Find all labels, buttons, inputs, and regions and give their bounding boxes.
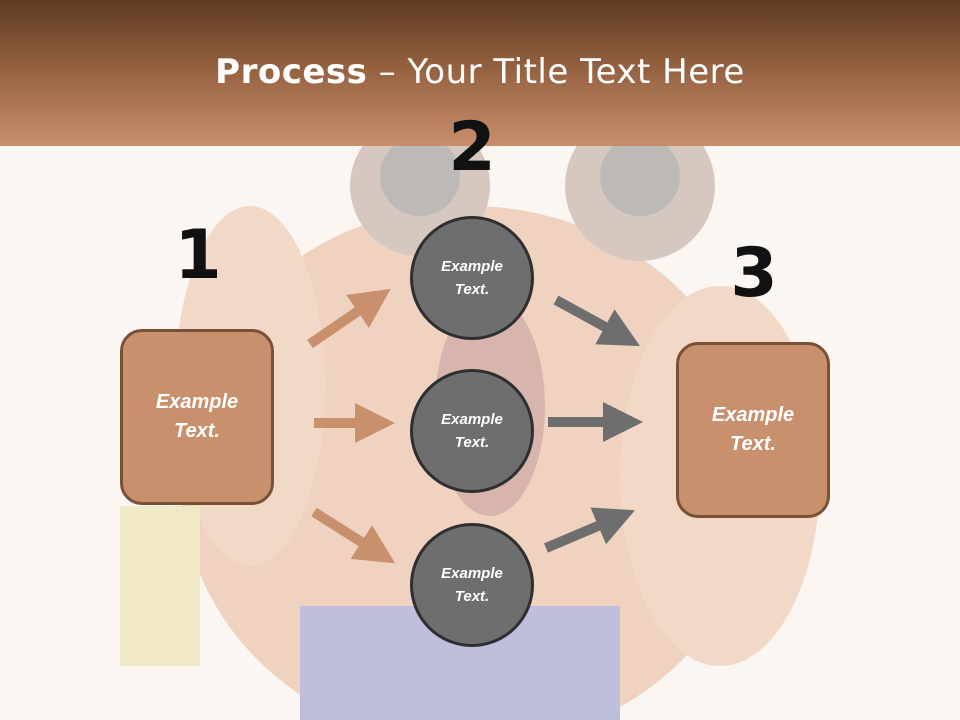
process-circle-middle: Example Text. xyxy=(410,369,534,493)
arrow-start-to-bottom xyxy=(311,507,396,564)
process-circle-bottom: Example Text. xyxy=(410,523,534,647)
circle-bottom-line1: Example xyxy=(441,565,503,582)
circle-top-line2: Text. xyxy=(454,281,490,298)
title-dash: – xyxy=(367,52,408,92)
title-rest: Your Title Text Here xyxy=(407,52,745,92)
process-circle-top: Example Text. xyxy=(410,216,534,340)
circle-top-line1: Example xyxy=(441,258,503,275)
arrow-start-to-top xyxy=(307,288,391,349)
start-box-line2: Text. xyxy=(174,420,220,442)
circle-middle-line2: Text. xyxy=(454,434,490,451)
title-bold: Process xyxy=(215,52,368,92)
title-bar xyxy=(0,0,960,146)
step-number-2: 2 xyxy=(448,108,496,187)
slide-title: Process – Your Title Text Here xyxy=(0,52,960,92)
circle-bottom-line2: Text. xyxy=(454,588,490,605)
end-box-line1: Example xyxy=(711,404,795,426)
step-number-3: 3 xyxy=(730,234,778,313)
circle-middle-line1: Example xyxy=(441,411,503,428)
end-box-line2: Text. xyxy=(730,433,776,455)
arrow-bottom-to-end xyxy=(544,507,636,553)
arrow-top-to-end xyxy=(553,295,640,347)
end-box: Example Text. xyxy=(676,342,830,518)
start-box: Example Text. xyxy=(120,329,274,505)
start-box-line1: Example xyxy=(155,391,239,413)
step-number-1: 1 xyxy=(174,216,222,295)
